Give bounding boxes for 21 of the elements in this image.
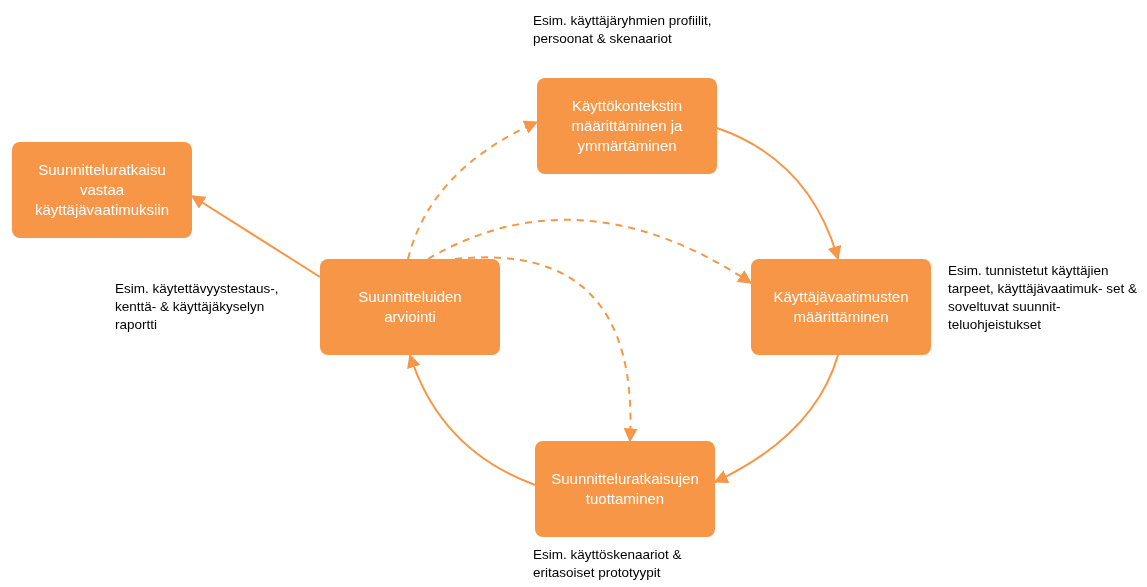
arrow <box>713 354 839 483</box>
step-label: Suunnitteluiden arviointi <box>357 287 463 327</box>
process-box <box>320 259 500 355</box>
process-box <box>751 259 931 355</box>
step-label: Suunnitteluratkaisujen tuottaminen <box>550 469 700 509</box>
dashed-arrow <box>454 256 638 443</box>
arrow <box>716 127 841 261</box>
process-box <box>12 142 192 238</box>
arrow <box>190 195 321 278</box>
example-note: Esim. käytettävyystestaus-, kenttä- & käyttäjäkyselyn raportti <box>115 280 280 334</box>
step-label: Käyttäjävaatimusten määrittäminen <box>772 287 910 327</box>
process-box <box>537 78 717 174</box>
process-box <box>535 441 715 537</box>
arrow <box>407 353 536 486</box>
example-note: Esim. käyttäjäryhmien profiilit, persoonat & skenaariot <box>533 12 713 48</box>
step-label: Suunnitteluratkaisu vastaa käyttäjävaatimuksiin <box>33 160 171 220</box>
dashed-arrow <box>427 218 753 284</box>
step-label: Käyttökontekstin määrittäminen ja ymmärtäminen <box>570 96 684 156</box>
dashed-arrow <box>407 121 539 260</box>
example-note: Esim. tunnistetut käyttäjien tarpeet, käyttäjävaatimuk- set & soveltuvat suunnit- teluohjeistukset <box>948 262 1139 334</box>
example-note: Esim. käyttöskenaariot & eritasoiset prototyypit <box>533 546 683 582</box>
